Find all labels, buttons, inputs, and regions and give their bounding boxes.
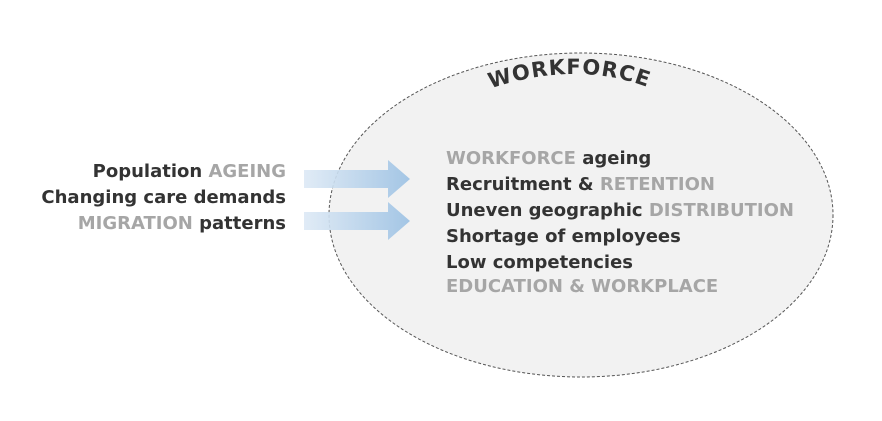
challenge-1-part-1: RETENTION [599,174,715,195]
driver-2-part-1: patterns [192,213,286,234]
arrow-lower [304,202,410,240]
challenge-4-part-0: Low competencies [446,252,634,273]
challenge-2-part-0: Uneven geographic [446,200,649,221]
driver-2-part-0: MIGRATION [77,213,193,234]
challenge-low-competencies: Low competencies [446,250,633,276]
driver-0-part-0: Population [92,161,209,182]
challenge-workforce-ageing: WORKFORCE ageing [446,146,651,172]
driver-changing-care-demands: Changing care demands [41,185,286,211]
driver-migration-patterns: MIGRATION patterns [78,211,286,237]
challenge-5-part-0: EDUCATION & WORKPLACE [446,276,719,297]
challenge-3-part-0: Shortage of employees [446,226,681,247]
driver-0-part-1: AGEING [208,161,286,182]
driver-population-ageing: Population AGEING [93,159,286,185]
challenge-shortage-of-employees: Shortage of employees [446,224,681,250]
driver-1-part-0: Changing care demands [41,187,286,208]
challenge-uneven-distribution: Uneven geographic DISTRIBUTION [446,198,794,224]
challenge-recruitment-retention: Recruitment & RETENTION [446,172,715,198]
challenge-education-workplace: EDUCATION & WORKPLACE [446,274,718,300]
challenge-0-part-0: WORKFORCE [446,148,576,169]
arrow-upper [304,160,410,198]
challenge-1-part-0: Recruitment & [446,174,600,195]
challenge-0-part-1: ageing [575,148,652,169]
challenge-2-part-1: DISTRIBUTION [648,200,794,221]
